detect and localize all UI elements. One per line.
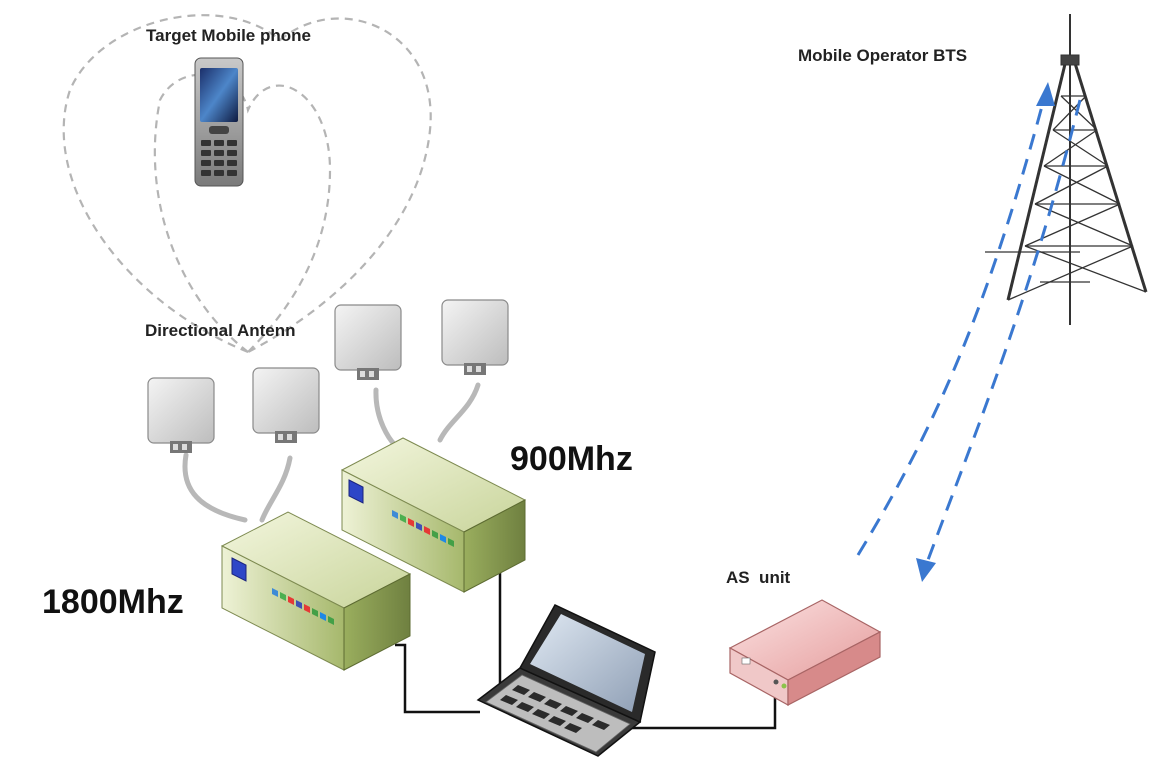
outer-lobe: [62, 14, 432, 354]
data-cables: [395, 565, 777, 730]
uplink-arrowhead: [1036, 82, 1055, 106]
mobile-phone-icon: [194, 57, 244, 187]
downlink-arrowhead: [916, 558, 936, 582]
band-1800-label: 1800Mhz: [42, 583, 184, 621]
bts-label: Mobile Operator BTS: [798, 46, 968, 65]
band-900-label: 900Mhz: [510, 440, 633, 478]
antenna-icon: [147, 377, 215, 453]
antenna-icon: [252, 367, 320, 443]
transceiver-box-icon: [220, 511, 412, 671]
transceiver-box-icon: [340, 437, 527, 593]
target-phone-label: Target Mobile phone: [146, 26, 311, 45]
directional-antenna-label: Directional Antenn: [145, 321, 296, 340]
as-unit-label: AS unit: [726, 568, 791, 587]
downlink-arrow: [923, 99, 1082, 569]
inner-lobe: [153, 73, 332, 354]
signal-arrows: [856, 94, 1082, 569]
as-unit-icon: [728, 599, 882, 707]
arrow-heads: [916, 82, 1055, 582]
uplink-arrow: [856, 94, 1047, 556]
coverage-lobes: [62, 14, 432, 354]
bts-tower-icon: [985, 14, 1148, 325]
antenna-icon: [441, 299, 509, 375]
antenna-icon: [334, 304, 402, 380]
laptop-icon: [476, 604, 656, 757]
